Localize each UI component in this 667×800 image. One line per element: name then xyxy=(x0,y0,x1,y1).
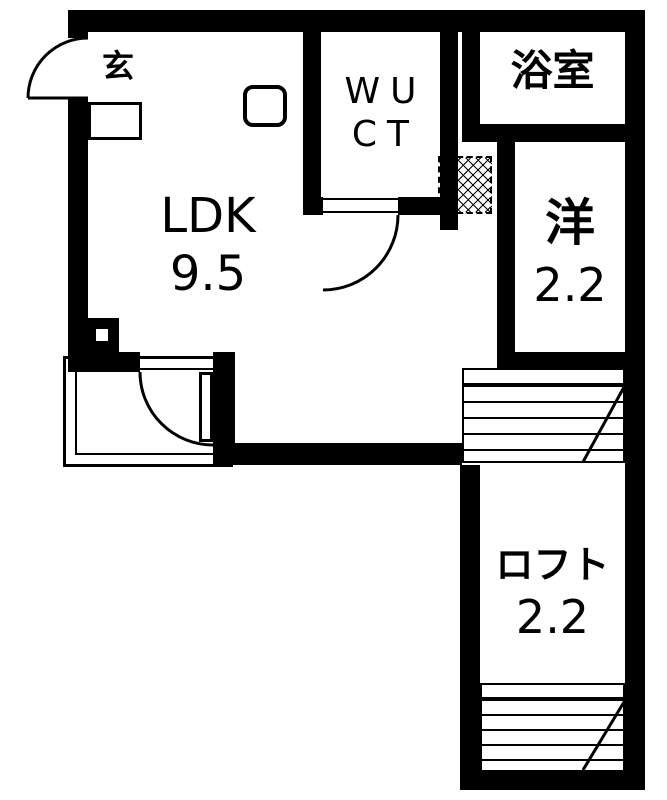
pillar-core xyxy=(96,329,108,341)
closet-label-line1: WU xyxy=(344,71,427,112)
washer-space-symbol xyxy=(438,156,492,214)
wall-balcony-right xyxy=(213,352,235,465)
wall-top-outer xyxy=(68,10,645,32)
wall-loft-bottom xyxy=(460,770,645,790)
stairs-upper-landing xyxy=(462,368,625,385)
closet-door-swing xyxy=(322,214,400,292)
bathroom-label: 浴室 xyxy=(510,46,595,95)
balcony-door-leaf xyxy=(199,372,213,442)
wall-right-outer xyxy=(625,10,645,790)
kitchen-sink xyxy=(243,85,287,127)
ldk-label: LDK xyxy=(160,188,256,244)
wall-closet-bottom-right xyxy=(398,197,440,215)
wall-bottom-main-block xyxy=(213,443,462,465)
staircase-upper xyxy=(462,385,625,463)
loft-label: ロフト xyxy=(495,543,610,587)
wall-left-above-entrance xyxy=(68,10,88,38)
western-room-label: 洋 xyxy=(545,194,595,252)
staircase-lower xyxy=(480,699,625,772)
stairs-lower-landing xyxy=(480,683,625,699)
wall-loft-left xyxy=(460,465,480,790)
wall-closet-left xyxy=(303,30,321,215)
wall-western-left xyxy=(497,124,515,370)
wall-bathroom-bottom xyxy=(462,124,625,142)
western-room-size: 2.2 xyxy=(533,258,607,312)
wall-bathroom-left xyxy=(462,30,480,142)
loft-size: 2.2 xyxy=(515,590,590,644)
wall-south-ldk xyxy=(68,352,140,372)
ldk-size: 9.5 xyxy=(169,246,247,302)
wall-left-main xyxy=(68,98,88,372)
wall-closet-bottom-left xyxy=(303,197,323,215)
entrance-door-swing xyxy=(26,36,89,99)
wall-western-bottom xyxy=(497,352,645,370)
genkan-label: 玄 xyxy=(101,47,134,85)
genkan-step xyxy=(88,102,142,140)
closet-label-line2: CT xyxy=(351,114,420,155)
